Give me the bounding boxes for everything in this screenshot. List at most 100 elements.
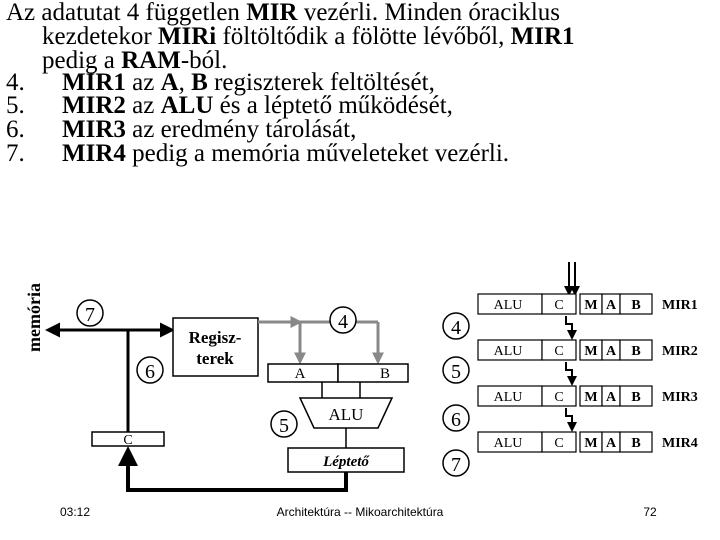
mir2-field-b <box>619 339 653 361</box>
list-item-6-num: 6. <box>6 116 25 143</box>
mir2-field-c-label: C <box>554 344 563 359</box>
list-item-4-post: regiszterek feltöltését, <box>207 69 435 96</box>
list-item-7-text: MIR4 pedig a memória műveleteket vezérli… <box>62 141 509 167</box>
list-item-5-num: 5. <box>6 92 25 119</box>
mir1-field-c <box>541 293 577 315</box>
mir3-to-mir4-arrow <box>565 408 577 432</box>
registers-label-2: terek <box>196 349 234 368</box>
mir3-field-c-label: C <box>554 390 563 405</box>
register-a-label: A <box>295 366 306 382</box>
step-6-left-label: 6 <box>145 361 155 383</box>
mir3-field-a-label: A <box>606 390 617 405</box>
footer-page: 72 <box>643 505 657 519</box>
line-1-post: vezérli. Minden óraciklus <box>297 0 560 26</box>
step-circle-7-left <box>76 299 104 327</box>
mir1-field-b <box>619 293 653 315</box>
mir2-field-m-label: M <box>584 344 597 359</box>
list-item-4: 4. MIR1 az A, B regiszterek feltöltését, <box>6 70 696 96</box>
line-2-bold2: MIR1 <box>510 23 575 50</box>
list-item-5-post: és a léptető működését, <box>213 92 453 119</box>
mir1-name: MIR1 <box>662 298 698 313</box>
mir2-field-c <box>541 339 577 361</box>
step-circle-4-top <box>329 306 357 334</box>
line-2-mid: föltöltődik a fölötte lévőből, <box>216 23 511 50</box>
list-item-4-bold3: B <box>191 69 208 96</box>
mir3-field-m-label: M <box>584 390 597 405</box>
mir2-to-mir3-arrow <box>565 362 577 386</box>
side-step-7-label: 7 <box>451 454 461 476</box>
list-item-6-text: MIR3 az eredmény tárolását, <box>62 117 356 143</box>
list-item-4-bold2: A <box>160 69 179 96</box>
step-circle-5-alu <box>270 410 298 438</box>
mir2-field-alu-label: ALU <box>494 344 523 359</box>
mir1-field-alu-label: ALU <box>494 298 523 313</box>
mir4-field-b-label: B <box>631 436 640 451</box>
c-register <box>91 431 165 447</box>
mir1-to-mir2-arrow <box>565 316 577 340</box>
line-1-bold: MIR <box>246 0 298 26</box>
list-item-6-bold: MIR3 <box>62 116 126 143</box>
list-item-6: 6. MIR3 az eredmény tárolását, <box>6 117 696 143</box>
list-item-6-pre: az eredmény tárolását, <box>125 116 357 143</box>
mir4-name: MIR4 <box>662 436 698 451</box>
mir4-field-alu-label: ALU <box>494 436 523 451</box>
side-step-4-label: 4 <box>451 317 461 339</box>
shifter-label: Léptető <box>322 454 370 470</box>
footer-time: 03:12 <box>60 505 90 519</box>
list-item-4-num: 4. <box>6 69 25 96</box>
mir3-field-alu-label: ALU <box>494 390 523 405</box>
feedback-loop <box>118 446 348 492</box>
line-2: kezdetekor MIRi föltöltődik a fölötte lé… <box>42 24 575 50</box>
mir2-field-a-label: A <box>606 344 617 359</box>
mir1-field-c-label: C <box>554 298 563 313</box>
list-item-5-pre: az <box>125 92 161 119</box>
registers-label-1: Regisz- <box>189 328 242 347</box>
list-item-4-pre: az <box>125 69 161 96</box>
list-item-5: 5. MIR2 az ALU és a léptető működését, <box>6 93 696 119</box>
line-3-bold: RAM <box>121 47 181 74</box>
register-b-label: B <box>380 366 390 382</box>
mir1-field-b-label: B <box>631 298 640 313</box>
list-item-7-pre: pedig a memória műveleteket vezérli. <box>125 140 510 167</box>
body-text: Az adatutat 4 független MIR vezérli. Min… <box>6 0 706 175</box>
list-item-5-bold2: ALU <box>160 92 214 119</box>
list-item-4-bold: MIR1 <box>62 69 126 96</box>
mir2-field-b-label: B <box>631 344 640 359</box>
alu-shape <box>298 397 394 429</box>
memoria-label: memória <box>24 283 44 352</box>
line-3: pedig a RAM-ból. <box>42 48 227 74</box>
list-item-7: 7. MIR4 pedig a memória műveleteket vezé… <box>6 141 696 167</box>
list-item-4-mid: , <box>178 69 192 96</box>
line-1-pre: Az adatutat 4 független <box>6 0 247 26</box>
side-step-circle-4 <box>442 312 470 340</box>
registers-box <box>172 317 259 377</box>
alu-label: ALU <box>329 405 364 424</box>
side-step-circle-7 <box>442 449 470 477</box>
side-step-circle-5 <box>442 356 470 384</box>
line-3-post: -ból. <box>180 47 228 74</box>
shifter-box <box>287 447 405 473</box>
step-4-top-label: 4 <box>338 311 348 333</box>
line-3-pre: pedig a <box>42 47 122 74</box>
register-b <box>337 363 409 383</box>
side-step-5-label: 5 <box>451 361 461 383</box>
step-7-left-label: 7 <box>85 304 95 326</box>
step-5-alu-label: 5 <box>279 415 289 437</box>
mir4-field-m-label: M <box>584 436 597 451</box>
list-item-4-text: MIR1 az A, B regiszterek feltöltését, <box>62 70 435 96</box>
mir4-field-a-label: A <box>606 436 617 451</box>
mir4-field-c <box>541 431 577 453</box>
step-circle-6-left <box>136 356 164 384</box>
mir3-field-b <box>619 385 653 407</box>
list-item-7-num: 7. <box>6 140 25 167</box>
list-item-5-text: MIR2 az ALU és a léptető működését, <box>62 93 453 119</box>
list-item-7-bold: MIR4 <box>62 140 126 167</box>
side-step-circle-6 <box>442 404 470 432</box>
mir4-field-b <box>619 431 653 453</box>
c-register-label: C <box>123 433 132 448</box>
side-step-6-label: 6 <box>451 409 461 431</box>
mir4-field-c-label: C <box>554 436 563 451</box>
footer-title: Architektúra -- Mikoarchitektúra <box>277 505 444 519</box>
